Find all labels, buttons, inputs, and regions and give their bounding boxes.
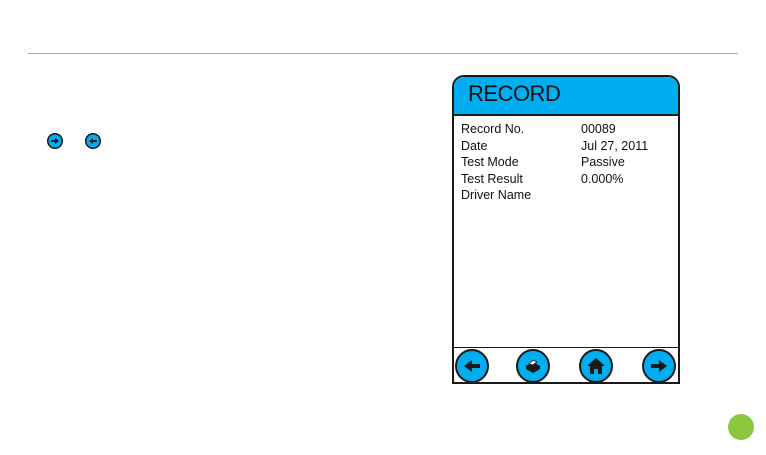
screen-header: RECORD xyxy=(454,77,678,116)
record-row: Driver Name xyxy=(461,187,671,204)
top-divider xyxy=(28,53,738,54)
back-arrow-icon xyxy=(85,133,101,149)
record-value: Jul 27, 2011 xyxy=(581,138,671,155)
printer-icon xyxy=(523,356,543,376)
record-value: 0.000% xyxy=(581,171,671,188)
record-label: Test Result xyxy=(461,171,581,188)
record-row: Record No. 00089 xyxy=(461,121,671,138)
record-label: Driver Name xyxy=(461,187,581,204)
device-screen: RECORD Record No. 00089 Date Jul 27, 201… xyxy=(452,75,680,384)
forward-arrow-icon xyxy=(649,356,669,376)
bottom-nav-bar xyxy=(454,347,678,383)
print-button[interactable] xyxy=(516,349,550,383)
record-label: Date xyxy=(461,138,581,155)
record-value: 00089 xyxy=(581,121,671,138)
home-icon xyxy=(586,356,606,376)
record-details: Record No. 00089 Date Jul 27, 2011 Test … xyxy=(461,121,671,204)
record-row: Test Result 0.000% xyxy=(461,171,671,188)
record-value: Passive xyxy=(581,154,671,171)
back-arrow-icon xyxy=(462,356,482,376)
forward-button[interactable] xyxy=(642,349,676,383)
record-label: Record No. xyxy=(461,121,581,138)
page-indicator-dot xyxy=(728,414,754,440)
record-row: Test Mode Passive xyxy=(461,154,671,171)
record-label: Test Mode xyxy=(461,154,581,171)
back-button[interactable] xyxy=(455,349,489,383)
record-row: Date Jul 27, 2011 xyxy=(461,138,671,155)
forward-arrow-icon xyxy=(47,133,63,149)
record-value xyxy=(581,187,671,204)
screen-title: RECORD xyxy=(468,81,560,107)
home-button[interactable] xyxy=(579,349,613,383)
